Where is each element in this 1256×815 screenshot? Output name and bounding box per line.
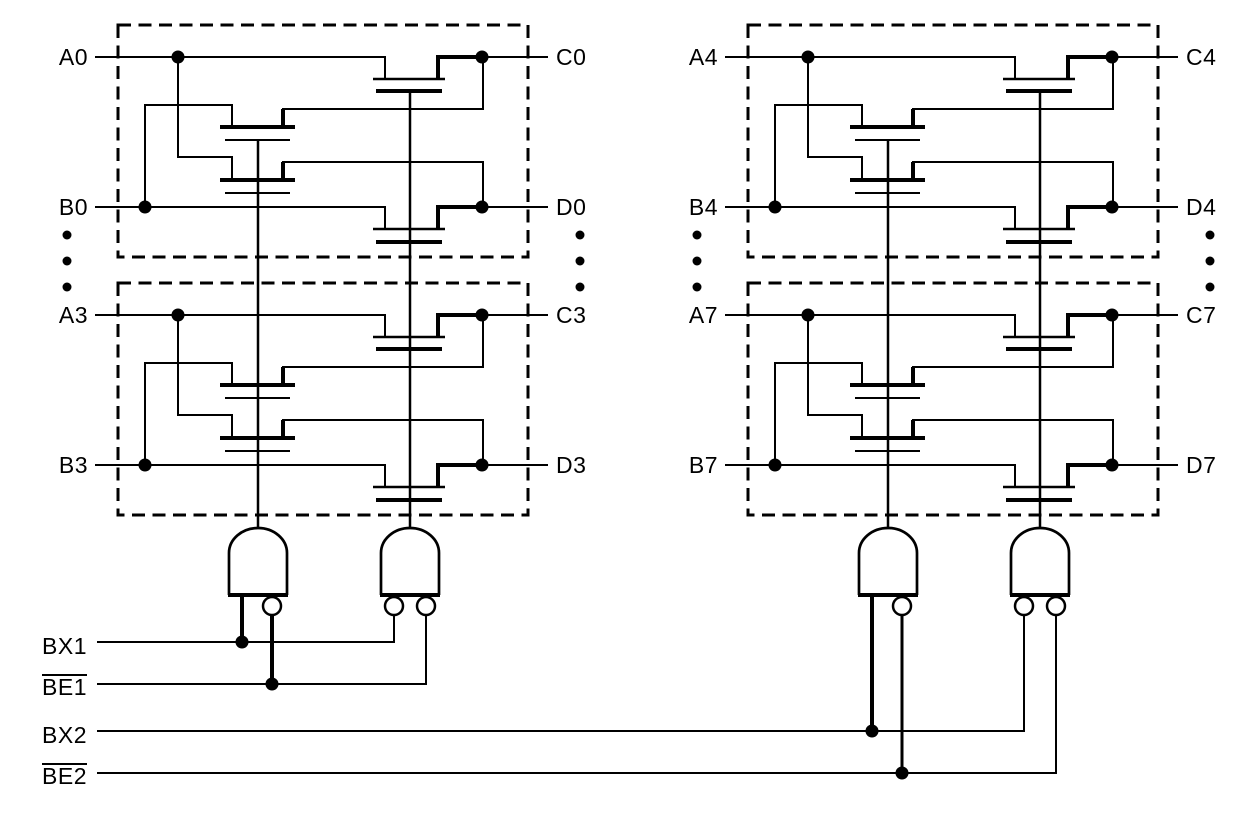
inverter-bubble bbox=[383, 595, 405, 617]
ellipsis-dot bbox=[692, 256, 702, 266]
inverter-bubble bbox=[1045, 595, 1067, 617]
junction-dot bbox=[171, 50, 185, 64]
junction-dot bbox=[265, 677, 279, 691]
control-lines bbox=[97, 641, 1057, 774]
junction-dot bbox=[801, 308, 815, 322]
ellipsis-dot bbox=[1205, 256, 1215, 266]
port-wires bbox=[725, 56, 1178, 208]
port-wires bbox=[95, 56, 548, 208]
ellipsis-dot bbox=[62, 256, 72, 266]
junction-dot bbox=[895, 766, 909, 780]
port-label-c3: C3 bbox=[556, 302, 587, 328]
control-label-be2: BE2 bbox=[42, 763, 87, 789]
cell-boundary-box bbox=[746, 23, 1160, 259]
and-gate-connect-2 bbox=[1009, 526, 1071, 774]
port-label-d0: D0 bbox=[556, 194, 587, 220]
cell-boundary-box bbox=[116, 23, 530, 259]
port-label-a0: A0 bbox=[58, 44, 88, 70]
transistor-b-to-d bbox=[1003, 463, 1114, 502]
and-gate-exchange-2 bbox=[857, 526, 919, 780]
port-label-c7: C7 bbox=[1186, 302, 1217, 328]
transistor-a-to-c bbox=[1003, 313, 1114, 351]
and-gate-body bbox=[227, 526, 289, 595]
control-label-bx2: BX2 bbox=[42, 722, 87, 748]
ellipsis-dot bbox=[62, 230, 72, 240]
ellipsis-dot bbox=[692, 282, 702, 292]
junction-dot bbox=[1105, 50, 1119, 64]
junction-dot bbox=[475, 308, 489, 322]
junction-dot bbox=[768, 458, 782, 472]
inverter-bubble bbox=[891, 595, 913, 617]
port-label-b3: B3 bbox=[58, 452, 88, 478]
and-gate-body bbox=[1009, 526, 1071, 595]
cell-boundary-box bbox=[746, 281, 1160, 517]
inverter-bubble bbox=[261, 595, 283, 617]
junction-dot bbox=[235, 635, 249, 649]
junction-dot bbox=[138, 458, 152, 472]
junction-dot bbox=[475, 50, 489, 64]
ellipsis-dots bbox=[62, 230, 1215, 292]
exchange-cell-3 bbox=[95, 281, 548, 517]
ellipsis-dot bbox=[1205, 230, 1215, 240]
port-label-a3: A3 bbox=[58, 302, 88, 328]
exchange-cell-4 bbox=[725, 23, 1178, 259]
transistor-a-to-c bbox=[1003, 55, 1114, 93]
transistor-b-to-c bbox=[774, 315, 1114, 466]
junction-dot bbox=[138, 200, 152, 214]
port-label-d3: D3 bbox=[556, 452, 587, 478]
and-gate-connect-1 bbox=[379, 526, 441, 685]
junction-dot bbox=[475, 458, 489, 472]
junction-dot bbox=[1105, 458, 1119, 472]
port-label-a4: A4 bbox=[688, 44, 718, 70]
ellipsis-dot bbox=[575, 256, 585, 266]
port-label-c0: C0 bbox=[556, 44, 587, 70]
transistor-a-to-c bbox=[373, 313, 484, 351]
port-label-d4: D4 bbox=[1186, 194, 1217, 220]
exchange-cell-0 bbox=[95, 23, 548, 259]
ellipsis-dot bbox=[692, 230, 702, 240]
exchange-cell-7 bbox=[725, 281, 1178, 517]
and-gate-body bbox=[857, 526, 919, 595]
transistor-b-to-c bbox=[774, 57, 1114, 208]
junction-dot bbox=[171, 308, 185, 322]
ellipsis-dot bbox=[575, 230, 585, 240]
port-label-b7: B7 bbox=[688, 452, 718, 478]
cell-boundary-box bbox=[116, 281, 530, 517]
and-gate-exchange-1 bbox=[227, 526, 289, 691]
junction-dot bbox=[1105, 200, 1119, 214]
transistor-b-to-c bbox=[144, 57, 484, 208]
port-wires bbox=[725, 314, 1178, 466]
inverter-bubble bbox=[415, 595, 437, 617]
inverter-bubble bbox=[1013, 595, 1035, 617]
junction-dot bbox=[475, 200, 489, 214]
transistor-b-to-d bbox=[373, 205, 484, 244]
port-wires bbox=[95, 314, 548, 466]
control-label-be1: BE1 bbox=[42, 674, 87, 700]
transistor-a-to-c bbox=[373, 55, 484, 93]
ellipsis-dot bbox=[1205, 282, 1215, 292]
junction-dot bbox=[865, 724, 879, 738]
junction-dot bbox=[768, 200, 782, 214]
port-label-d7: D7 bbox=[1186, 452, 1217, 478]
port-label-c4: C4 bbox=[1186, 44, 1217, 70]
transistor-b-to-d bbox=[1003, 205, 1114, 244]
ellipsis-dot bbox=[575, 282, 585, 292]
control-label-bx1: BX1 bbox=[42, 633, 87, 659]
transistor-b-to-d bbox=[373, 463, 484, 502]
port-label-b0: B0 bbox=[58, 194, 88, 220]
and-gate-body bbox=[379, 526, 441, 595]
ellipsis-dot bbox=[62, 282, 72, 292]
port-label-a7: A7 bbox=[688, 302, 718, 328]
junction-dot bbox=[1105, 308, 1119, 322]
port-label-b4: B4 bbox=[688, 194, 718, 220]
junction-dot bbox=[801, 50, 815, 64]
gate-rails bbox=[256, 91, 1042, 529]
